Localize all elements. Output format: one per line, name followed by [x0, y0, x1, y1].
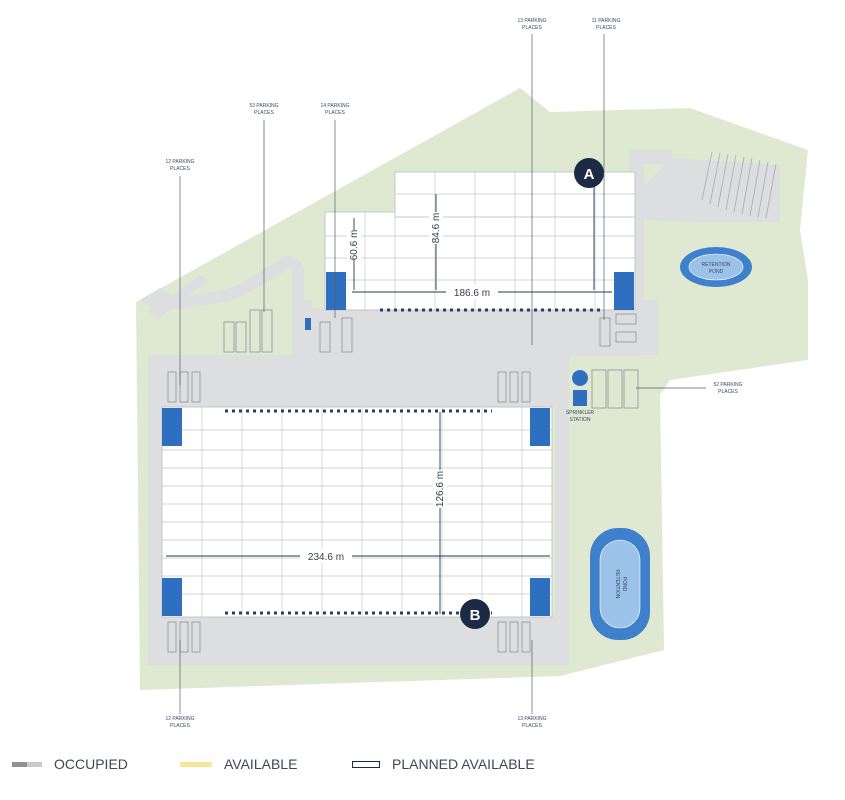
pond-small-label-2: POND	[709, 269, 724, 275]
marker-a-label: A	[584, 166, 595, 183]
parking-label-left-1: 12 PARKING	[165, 159, 194, 165]
dim-north-depth-left: 60.6 m	[349, 230, 360, 261]
parking-labels: 13 PARKING PLACES 11 PARKING PLACES 53 P…	[165, 18, 742, 729]
legend-occupied: OCCUPIED	[12, 754, 128, 774]
sprinkler-tank-icon	[572, 370, 588, 386]
parking-label-top-mid-b-2: PLACES	[325, 110, 345, 116]
parking-label-top-right-a-1: 13 PARKING	[517, 18, 546, 24]
occupied-swatch	[12, 761, 42, 767]
available-swatch	[180, 761, 212, 767]
legend-available: AVAILABLE	[180, 754, 297, 774]
parking-label-bottom-left-1: 12 PARKING	[165, 716, 194, 722]
parking-stalls	[167, 151, 777, 653]
dimension-labels: 186.6 m 60.6 m 84.6 m 234.6 m 126.6 m	[300, 212, 498, 563]
dim-south-depth: 126.6 m	[435, 471, 446, 507]
legend-occupied-label: OCCUPIED	[54, 756, 128, 772]
marker-b-label: B	[470, 607, 481, 624]
marker-a[interactable]: A	[574, 158, 604, 188]
leader-lines	[179, 34, 706, 714]
small-dock-west	[305, 318, 311, 330]
retention-pond-small	[680, 247, 752, 287]
parking-label-bottom-right-1: 13 PARKING	[517, 716, 546, 722]
parking-label-top-right-b-1: 11 PARKING	[592, 18, 621, 24]
building-south	[161, 406, 553, 618]
retention-pond-large	[590, 528, 650, 640]
parking-label-east-1: 52 PARKING	[713, 382, 742, 388]
parking-label-top-mid-b-1: 14 PARKING	[320, 103, 349, 109]
parking-label-top-right-a-2: PLACES	[522, 25, 542, 31]
parking-label-east-2: PLACES	[718, 389, 738, 395]
pond-large-label-2: POND	[621, 577, 627, 592]
sprinkler-label-1: SPRINKLER	[566, 410, 595, 416]
parking-label-bottom-left-2: PLACES	[170, 723, 190, 729]
parking-label-top-mid-a-2: PLACES	[254, 110, 274, 116]
parking-label-top-mid-a-1: 53 PARKING	[249, 103, 278, 109]
sprinkler-label-2: STATION	[570, 417, 591, 423]
legend-available-label: AVAILABLE	[224, 756, 298, 772]
sprinkler-building	[573, 390, 587, 406]
legend-planned-label: PLANNED AVAILABLE	[392, 756, 535, 772]
access-road	[149, 255, 304, 320]
marker-b[interactable]: B	[460, 599, 490, 629]
pond-small-label-1: RETENTION	[702, 262, 731, 268]
dim-north-width: 186.6 m	[454, 288, 490, 299]
parking-label-bottom-right-2: PLACES	[522, 723, 542, 729]
dim-south-width: 234.6 m	[308, 552, 344, 563]
parking-label-left-2: PLACES	[170, 166, 190, 172]
pond-large-label-1: RETENTION	[614, 570, 620, 599]
planned-swatch	[352, 760, 380, 768]
parking-label-top-right-b-2: PLACES	[596, 25, 616, 31]
legend-planned: PLANNED AVAILABLE	[352, 754, 535, 774]
dim-north-depth: 84.6 m	[431, 213, 442, 244]
